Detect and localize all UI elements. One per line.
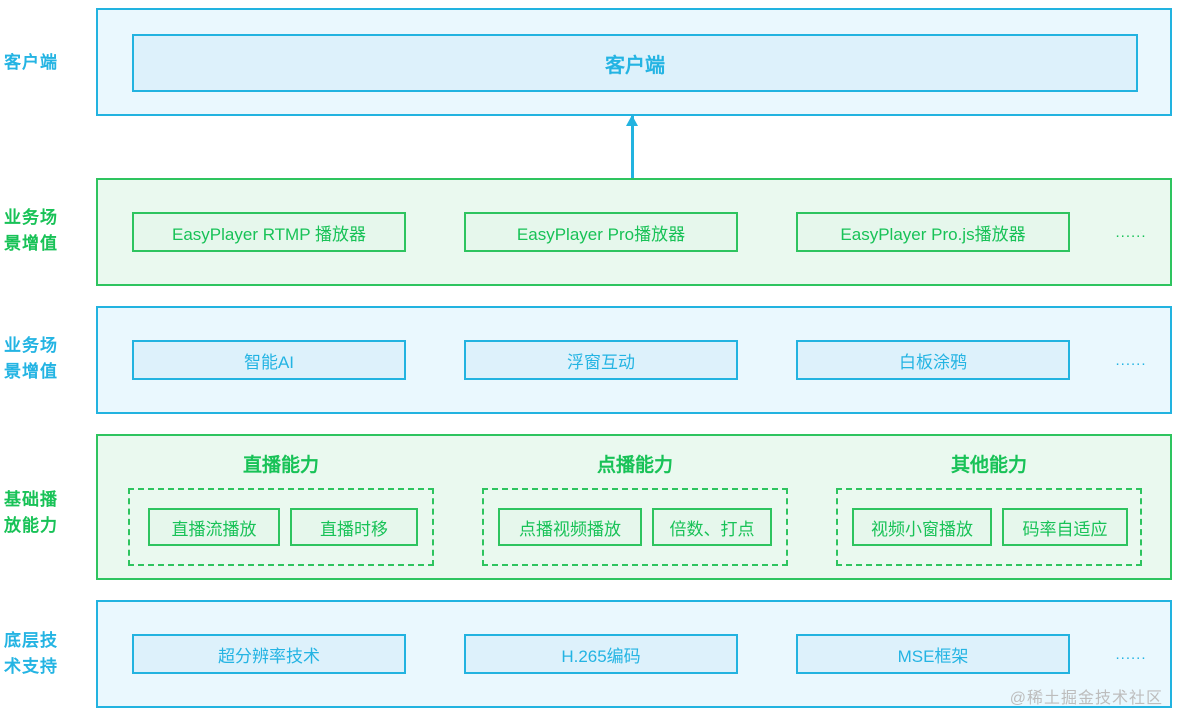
row-underlying-tech: 超分辨率技术 H.265编码 MSE框架 ...... (96, 600, 1172, 708)
stage-label-client: 客户端 (4, 53, 58, 72)
row-value: 智能AI 浮窗互动 白板涂鸦 ...... (96, 306, 1172, 414)
capability-group-live-dashed-box: 直播流播放 直播时移 (128, 488, 434, 566)
player-row-ellipsis: ...... (1115, 223, 1147, 241)
stage-label-tech: 底层技术支持 (4, 631, 58, 676)
value-item-ai[interactable]: 智能AI (132, 340, 406, 380)
player-item-rtmp[interactable]: EasyPlayer RTMP 播放器 (132, 212, 406, 252)
tech-row-ellipsis: ...... (1115, 645, 1147, 663)
row-player: EasyPlayer RTMP 播放器 EasyPlayer Pro播放器 Ea… (96, 178, 1172, 286)
capability-group-vod: 点播能力 点播视频播放 倍数、打点 (474, 436, 796, 582)
stage-label-value: 业务场景增值 (4, 336, 58, 381)
value-row-ellipsis: ...... (1115, 351, 1147, 369)
row-client: 客户端 (96, 8, 1172, 116)
capability-live-stream-play[interactable]: 直播流播放 (148, 508, 280, 546)
watermark: @稀土掘金技术社区 (1009, 690, 1163, 707)
tech-item-h265[interactable]: H.265编码 (464, 634, 738, 674)
stage-label-player: 业务场景增值 (4, 208, 58, 253)
capability-vod-video-play[interactable]: 点播视频播放 (498, 508, 642, 546)
capability-group-other: 其他能力 视频小窗播放 码率自适应 (828, 436, 1150, 582)
value-item-floating-window[interactable]: 浮窗互动 (464, 340, 738, 380)
capability-other-pip-play[interactable]: 视频小窗播放 (852, 508, 992, 546)
capability-group-live: 直播能力 直播流播放 直播时移 (120, 436, 442, 582)
capability-group-vod-title: 点播能力 (596, 455, 673, 476)
stage-label-base: 基础播放能力 (4, 490, 58, 535)
row-base-capability: 直播能力 直播流播放 直播时移 点播能力 点播视频播放 倍数、打点 其他能力 视… (96, 434, 1172, 580)
capability-live-timeshift[interactable]: 直播时移 (290, 508, 418, 546)
capability-group-other-dashed-box: 视频小窗播放 码率自适应 (836, 488, 1142, 566)
player-item-pro[interactable]: EasyPlayer Pro播放器 (464, 212, 738, 252)
capability-group-live-title: 直播能力 (242, 455, 319, 476)
player-item-projs[interactable]: EasyPlayer Pro.js播放器 (796, 212, 1070, 252)
capability-group-vod-dashed-box: 点播视频播放 倍数、打点 (482, 488, 788, 566)
capability-vod-speed-marker[interactable]: 倍数、打点 (652, 508, 772, 546)
capability-other-bitrate-adaptive[interactable]: 码率自适应 (1002, 508, 1128, 546)
client-box[interactable]: 客户端 (132, 34, 1138, 92)
value-item-whiteboard[interactable]: 白板涂鸦 (796, 340, 1070, 380)
tech-item-super-resolution[interactable]: 超分辨率技术 (132, 634, 406, 674)
tech-item-mse[interactable]: MSE框架 (796, 634, 1070, 674)
capability-group-other-title: 其他能力 (950, 455, 1027, 476)
arrow-up-icon (626, 115, 638, 178)
